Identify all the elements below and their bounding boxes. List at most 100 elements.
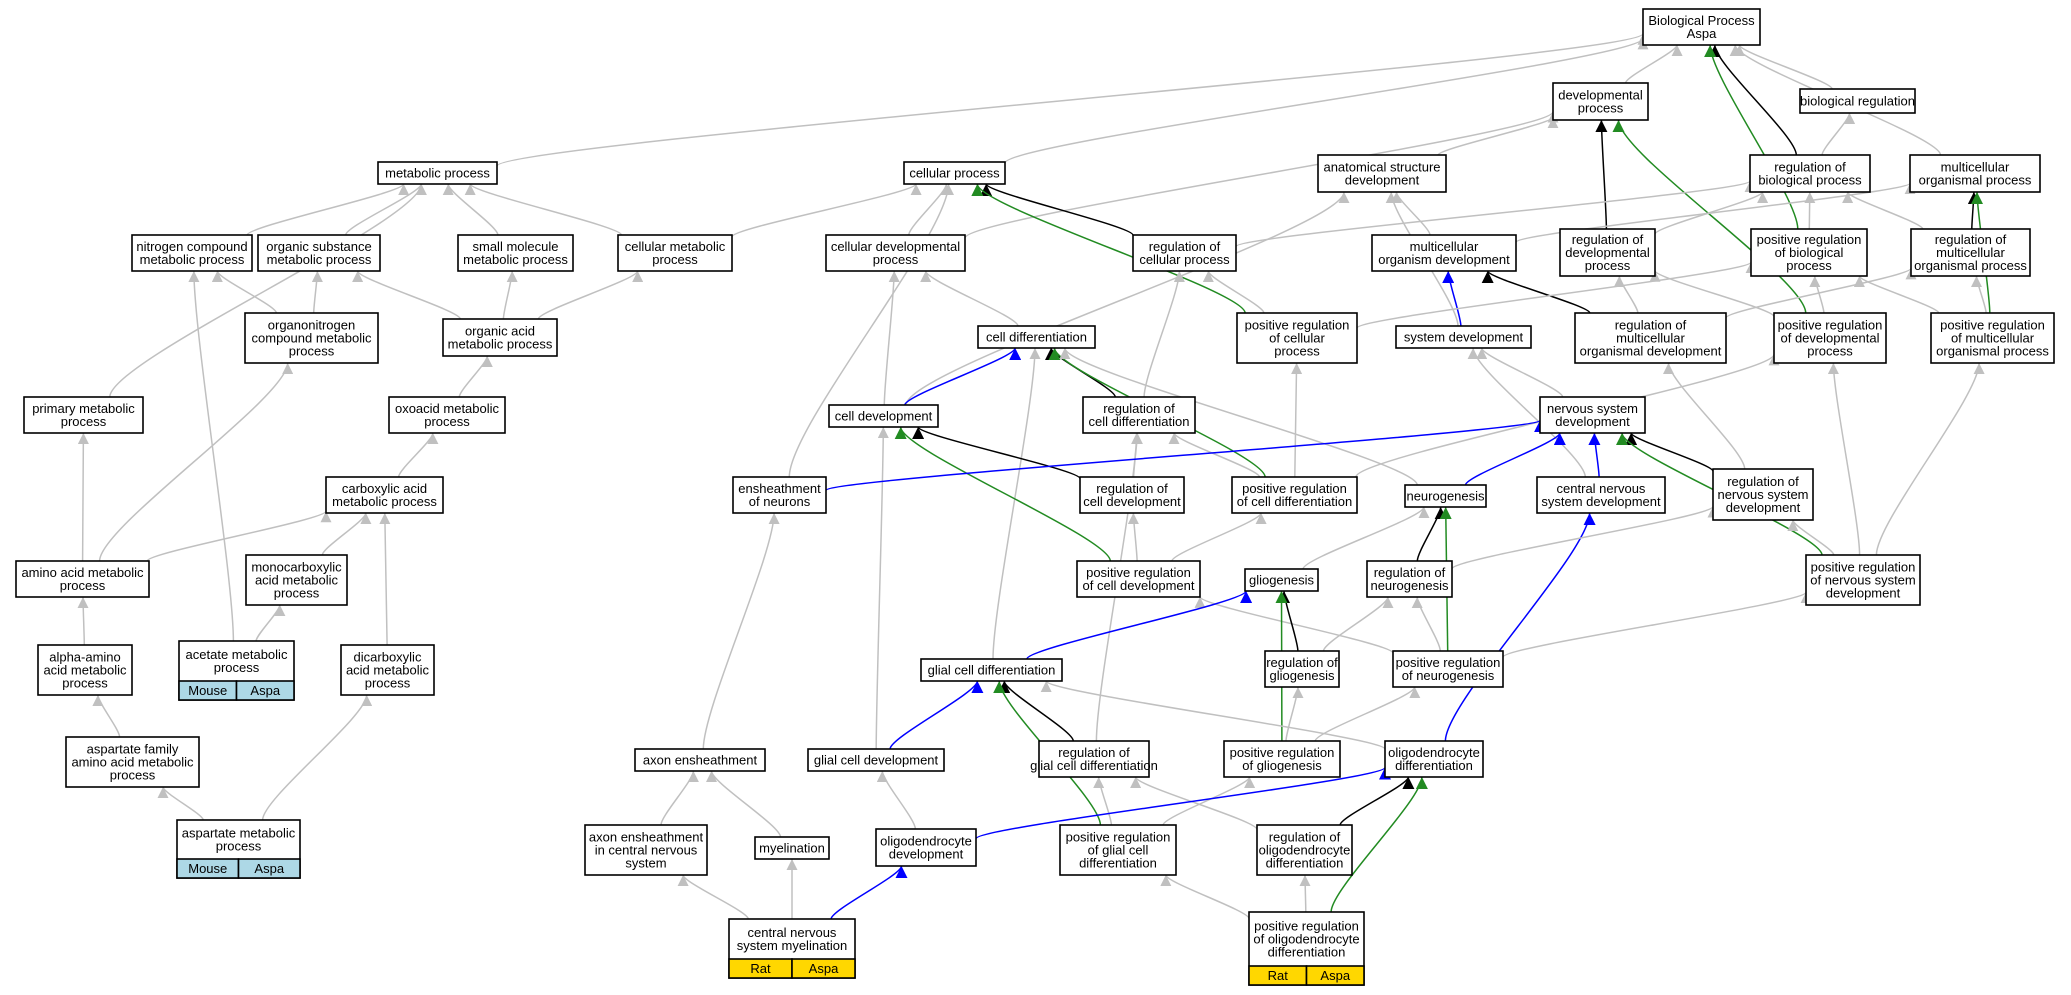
- term-node-regoligodiff[interactable]: regulation ofoligodendrocytedifferentiat…: [1256, 824, 1353, 876]
- term-node-cellproc[interactable]: cellular process: [903, 161, 1006, 185]
- term-label-line: biological process: [1758, 173, 1862, 188]
- edge-posregbio-to-bp: [1704, 44, 1799, 230]
- term-box: [1079, 476, 1185, 514]
- term-label-line: myelination: [759, 841, 825, 856]
- term-label-line: primary metabolic: [32, 401, 135, 416]
- term-box: [23, 396, 144, 434]
- term-label-line: Biological Process: [1648, 13, 1755, 28]
- term-label-line: aspartate metabolic: [182, 826, 296, 841]
- term-label-line: process: [1585, 258, 1631, 273]
- term-label-line: axon ensheathment: [589, 830, 704, 845]
- term-node-neurogen[interactable]: neurogenesis: [1404, 484, 1487, 508]
- edge-acetate-to-monocarbox: [255, 604, 286, 642]
- edge-regmultidev-to-multidev: [1481, 270, 1591, 314]
- term-node-gliogen[interactable]: gliogenesis: [1244, 568, 1319, 592]
- edge-biolreg-to-bp: [1734, 44, 1833, 90]
- term-node-sysdev[interactable]: system development: [1395, 325, 1532, 349]
- term-node-myelin[interactable]: myelination: [754, 836, 830, 860]
- term-label-line: organic acid: [465, 324, 535, 339]
- edge-aminoacid-to-carbox: [146, 510, 332, 562]
- edge-regmultidev-to-regmulti: [1725, 267, 1917, 319]
- term-node-glialdev[interactable]: glial cell development: [807, 748, 945, 772]
- edge-anatdev-to-dev: [1437, 116, 1559, 156]
- term-label-line: positive regulation: [1757, 232, 1862, 247]
- term-label-line: development: [889, 847, 964, 862]
- term-box: [1909, 154, 2041, 193]
- term-box: [875, 828, 977, 867]
- term-label-line: regulation of: [1096, 481, 1168, 496]
- term-node-axonensh[interactable]: axon ensheathment: [634, 748, 766, 772]
- term-box: [257, 234, 381, 272]
- term-label-line: neurogenesis: [1406, 489, 1485, 504]
- edge-posregdev-to-regdevproc: [1649, 270, 1775, 318]
- term-label-line: differentiation: [1266, 856, 1344, 871]
- edge-neurogen-to-nsdev: [1464, 432, 1566, 486]
- term-label-line: of multicellular: [1951, 331, 2035, 346]
- term-label-line: multicellular: [1616, 331, 1685, 346]
- term-node-celldev[interactable]: cell development: [828, 404, 939, 428]
- term-box: [1317, 154, 1447, 193]
- term-node-biolreg[interactable]: biological regulation: [1799, 88, 1916, 114]
- term-label-line: system development: [1404, 330, 1524, 345]
- term-box: [1712, 468, 1814, 521]
- term-node-glialdiff[interactable]: glial cell differentiation: [920, 658, 1063, 682]
- term-node-metab[interactable]: metabolic process: [377, 161, 498, 185]
- edge-axonenshcns-to-axonensh: [660, 770, 699, 826]
- term-label-line: process: [873, 252, 919, 267]
- term-node-celldiff[interactable]: cell differentiation: [977, 325, 1096, 349]
- edge-oligodiff-to-glialdiff: [1041, 680, 1386, 750]
